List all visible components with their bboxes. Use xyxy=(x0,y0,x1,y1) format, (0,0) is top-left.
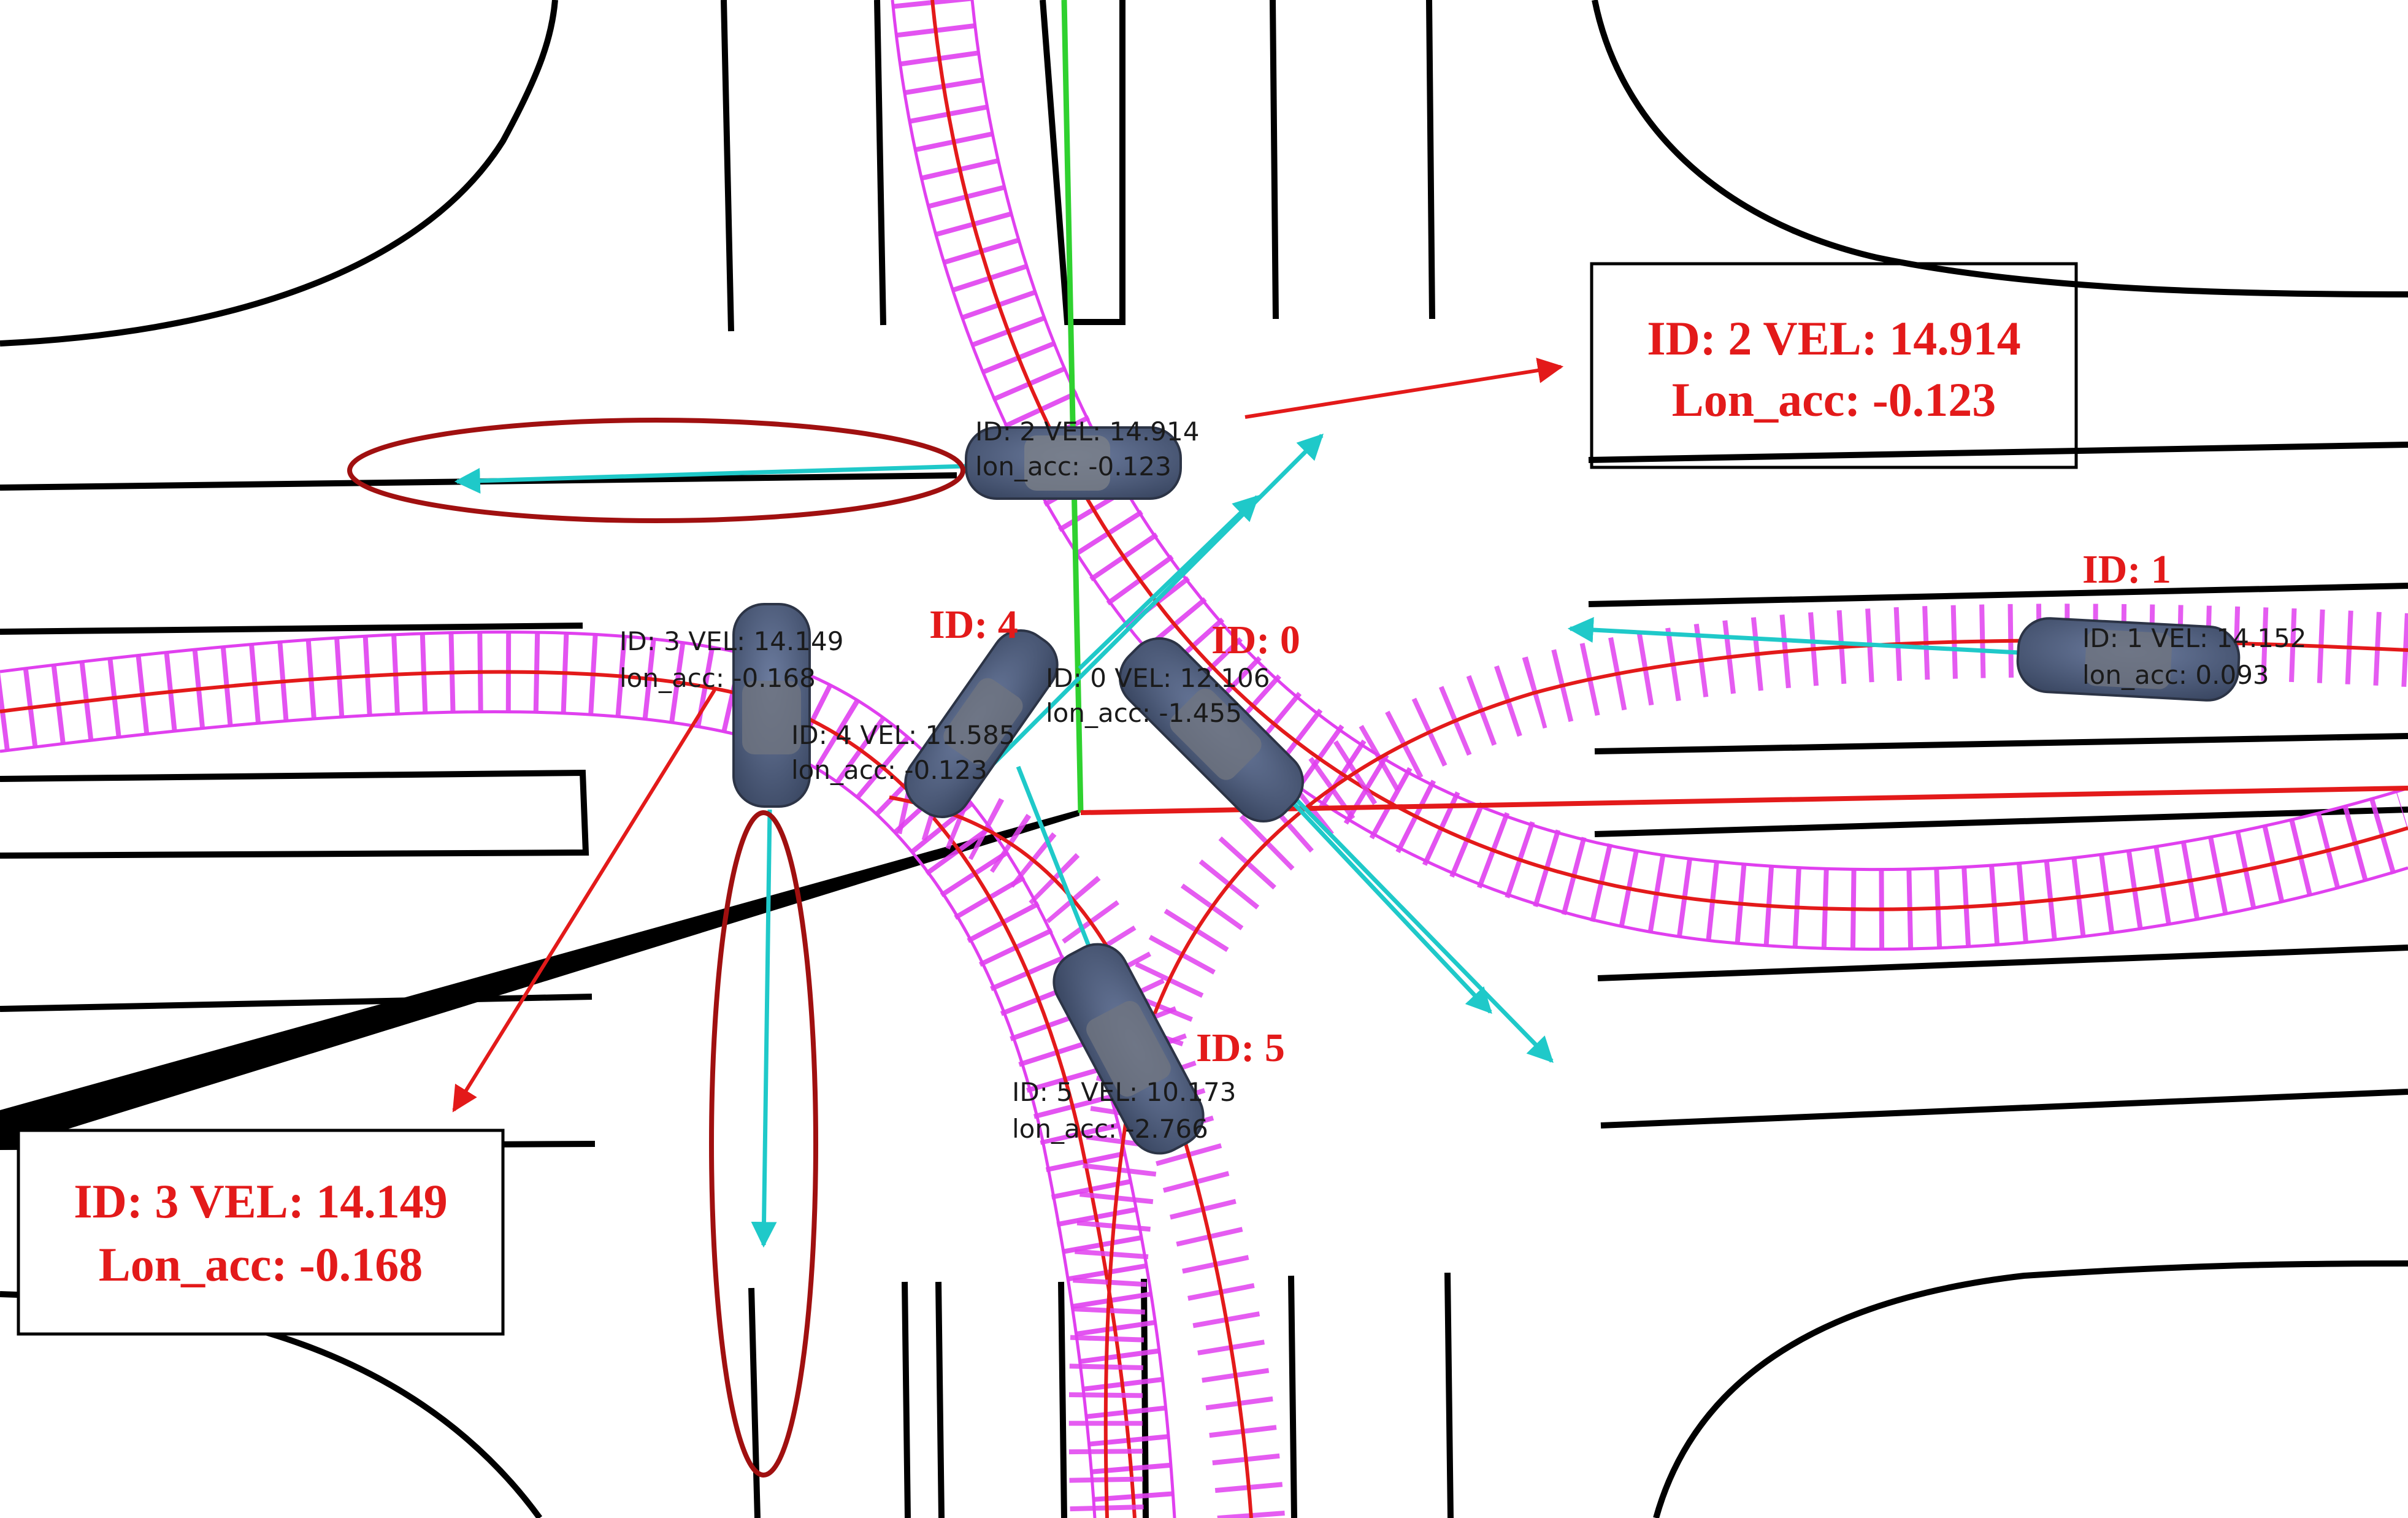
callout-arrow-vehicle-2 xyxy=(1244,358,1564,419)
callout-line2: Lon_acc: -0.123 xyxy=(1672,373,1996,426)
callout-line1: ID: 3 VEL: 14.149 xyxy=(74,1175,448,1228)
vehicle-2-label-line1: ID: 2 VEL: 14.914 xyxy=(975,416,1199,447)
lane-mark xyxy=(0,623,583,635)
path-lane-edge xyxy=(970,0,2408,872)
callout-box-vehicle-3: ID: 3 VEL: 14.149 Lon_acc: -0.168 xyxy=(17,1129,505,1336)
curb-bottom-right xyxy=(1653,1260,2408,1518)
lane-mark xyxy=(1588,442,2408,463)
callout-line2: Lon_acc: -0.168 xyxy=(99,1238,423,1291)
lane-mark xyxy=(0,994,592,1012)
lane-mark xyxy=(1270,0,1279,320)
vehicle-windshield xyxy=(943,678,1023,765)
vehicle-3-label-line2: lon_acc: -0.168 xyxy=(619,663,816,693)
callout-connectors xyxy=(452,358,1564,1113)
vehicle-windshield xyxy=(2084,629,2172,689)
curb-top-right xyxy=(1592,0,2408,297)
lane-mark xyxy=(721,0,734,332)
lane-mark xyxy=(1426,0,1435,320)
velocity-arrow-1 xyxy=(1567,617,2031,656)
callout-frame xyxy=(1590,262,2078,469)
lane-mark xyxy=(0,769,589,859)
vehicle-windshield xyxy=(1086,1001,1171,1097)
callout-box-vehicle-2: ID: 2 VEL: 14.914 Lon_acc: -0.123 xyxy=(1590,262,2078,469)
velocity-arrow-0c xyxy=(1286,795,1492,1014)
vehicle-1[interactable] xyxy=(2016,617,2241,702)
path-centerline xyxy=(889,795,1253,1518)
callout-frame xyxy=(17,1129,505,1336)
velocity-arrow-2 xyxy=(454,464,967,494)
velocity-arrow-4 xyxy=(1016,765,1102,972)
vehicle-5-label-line1: ID: 5 VEL: 10.173 xyxy=(1012,1077,1236,1107)
vehicle-3-label-line1: ID: 3 VEL: 14.149 xyxy=(619,626,843,656)
axis-x-red xyxy=(1080,786,2408,815)
lane-mark xyxy=(1058,1281,1067,1518)
velocity-arrow-0b xyxy=(1292,795,1554,1064)
vehicle-1-label-line2: lon_acc: 0.093 xyxy=(2082,660,2269,690)
highlight-ellipse-vehicle-3 xyxy=(709,810,818,1478)
id-tag-vehicle-1: ID: 1 xyxy=(2082,547,2171,592)
highlight-ellipses xyxy=(347,418,965,1478)
vehicle-0-label-line2: lon_acc: -1.455 xyxy=(1046,698,1242,728)
vehicle-3[interactable] xyxy=(732,603,811,808)
vehicle-4-label-line2: lon_acc: -0.123 xyxy=(791,755,987,785)
vehicle-2[interactable] xyxy=(965,426,1182,500)
id-tag-vehicle-0: ID: 0 xyxy=(1211,618,1300,662)
lane-mark xyxy=(1594,807,2408,837)
lane-mark xyxy=(902,1281,911,1518)
lane-mark xyxy=(874,0,886,326)
vehicle-windshield xyxy=(1024,435,1110,491)
sensor-wedge xyxy=(0,810,1079,1150)
id-tags: ID: 1 ID: 4 ID: 0 ID: 5 xyxy=(929,547,2171,1070)
path-lane-edge xyxy=(0,710,1097,1518)
vehicle-0[interactable] xyxy=(1107,626,1315,834)
lane-mark xyxy=(1600,1089,2408,1129)
vehicle-0-label-line1: ID: 0 VEL: 12.106 xyxy=(1046,663,1270,693)
id-tag-vehicle-4: ID: 4 xyxy=(929,602,1018,647)
lane-mark xyxy=(1594,733,2408,754)
velocity-arrow-4b xyxy=(952,434,1324,805)
vehicle-windshield xyxy=(1170,688,1262,780)
vehicle-4-label-line1: ID: 4 VEL: 11.585 xyxy=(791,720,1015,750)
path-lane-edge xyxy=(891,0,2408,951)
highlight-ellipse-vehicle-2 xyxy=(347,418,965,523)
lane-mark xyxy=(1141,1278,1149,1518)
vehicle-labels: ID: 2 VEL: 14.914 lon_acc: -0.123 ID: 3 … xyxy=(619,416,2306,1144)
lane-mark xyxy=(935,1281,945,1518)
curb-top-left xyxy=(0,0,558,347)
velocity-arrows xyxy=(454,434,2031,1248)
vehicle-2-label-line2: lon_acc: -0.123 xyxy=(975,451,1171,481)
lane-mark xyxy=(1588,583,2408,607)
path-lane-band xyxy=(883,764,1285,1518)
vehicle-4[interactable] xyxy=(894,619,1068,829)
lane-mark xyxy=(1597,945,2408,981)
id-tag-vehicle-5: ID: 5 xyxy=(1196,1025,1285,1070)
velocity-arrow-3 xyxy=(751,809,777,1248)
callout-line1: ID: 2 VEL: 14.914 xyxy=(1647,312,2021,365)
lane-mark xyxy=(1040,0,1125,325)
vehicle-1-label-line1: ID: 1 VEL: 14.152 xyxy=(2082,623,2306,653)
vehicle-5-label-line2: lon_acc: -2.766 xyxy=(1012,1114,1208,1144)
lane-mark xyxy=(1444,1272,1454,1518)
lane-mark xyxy=(748,1287,761,1518)
velocity-arrow-0 xyxy=(1078,495,1260,670)
vehicle-5[interactable] xyxy=(1043,933,1214,1164)
lane-mark xyxy=(1288,1275,1297,1518)
vehicles xyxy=(732,426,2241,1164)
callout-arrow-vehicle-3 xyxy=(452,689,716,1113)
vehicle-windshield xyxy=(742,681,801,754)
